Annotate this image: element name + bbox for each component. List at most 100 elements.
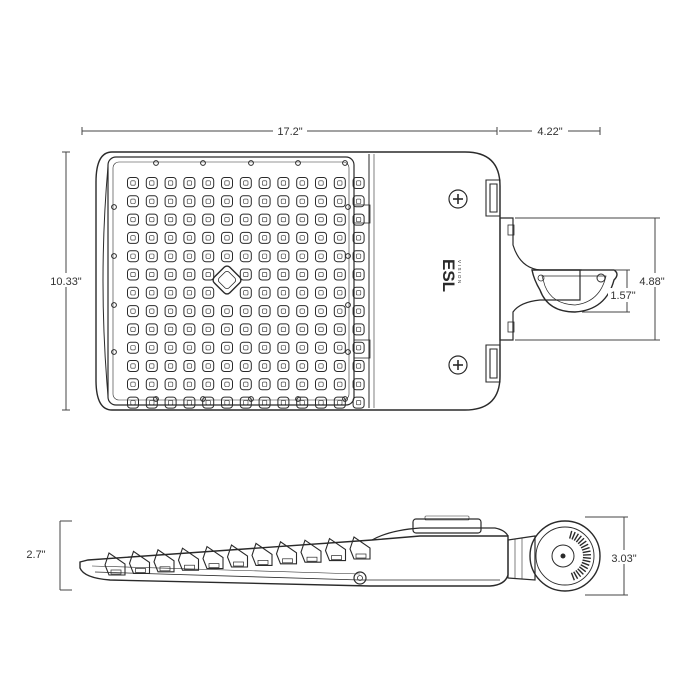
led-lens <box>352 177 365 189</box>
led-lens <box>239 250 252 263</box>
led-lens <box>333 195 346 208</box>
led-lens <box>333 177 346 189</box>
dimension-mount-height: 3.03" <box>585 516 644 596</box>
led-lens <box>352 286 365 299</box>
led-lens <box>352 213 365 226</box>
led-lens <box>296 177 309 189</box>
clamp-bracket-top <box>485 179 501 217</box>
mount-height-label: 3.03" <box>611 553 636 565</box>
led-lens <box>183 231 196 244</box>
led-lens <box>258 323 271 336</box>
heat-fin-foot <box>233 561 244 567</box>
led-lens <box>258 378 271 391</box>
angle-tick <box>571 531 576 540</box>
plate-screw <box>153 160 159 166</box>
hinge-top <box>353 204 371 224</box>
heat-fin <box>349 536 371 560</box>
plate-screw <box>111 253 117 259</box>
led-lens <box>239 396 252 409</box>
angle-tick <box>573 571 579 580</box>
heat-fin-foot <box>306 556 318 562</box>
led-lens <box>277 396 290 409</box>
mounting-arm <box>499 217 581 341</box>
led-lens <box>315 305 327 318</box>
plate-screw <box>345 302 351 308</box>
led-lens <box>202 177 215 189</box>
led-lens <box>258 231 271 244</box>
led-lens <box>352 341 365 354</box>
led-lens <box>127 195 139 208</box>
led-lens <box>145 268 158 281</box>
led-lens <box>277 268 290 281</box>
side-knuckle-mid <box>535 526 595 586</box>
brand-logo: ESL VISION <box>439 259 462 292</box>
led-lens <box>277 195 290 208</box>
side-bottom-trim-2 <box>91 565 361 575</box>
led-lens <box>315 341 327 354</box>
led-lens <box>333 250 346 263</box>
led-lens <box>221 305 233 318</box>
led-lens <box>315 323 327 336</box>
led-lens <box>145 286 158 299</box>
led-lens <box>258 250 271 263</box>
led-lens <box>296 360 309 372</box>
plate-screw <box>248 160 254 166</box>
led-lens <box>183 250 196 263</box>
heat-fin <box>300 539 322 563</box>
led-lens <box>183 195 196 208</box>
led-lens <box>164 213 177 226</box>
led-lens <box>258 268 271 281</box>
plate-screw <box>342 160 348 166</box>
led-lens <box>221 323 233 336</box>
led-lens <box>296 305 309 318</box>
led-lens <box>202 286 215 299</box>
led-lens <box>315 360 327 372</box>
led-lens <box>333 305 346 318</box>
heat-fin-foot <box>257 560 269 565</box>
led-lens <box>145 305 158 318</box>
heat-fin <box>226 544 249 568</box>
angle-tick <box>578 566 587 573</box>
heat-fin <box>104 552 126 576</box>
led-lens <box>202 250 215 263</box>
heat-fin <box>324 537 347 562</box>
led-lens <box>296 286 309 299</box>
led-lens <box>296 231 309 244</box>
led-lens <box>221 231 233 244</box>
heat-fin-foot <box>355 553 367 559</box>
side-arm-neck <box>507 535 536 581</box>
led-lens <box>164 250 177 263</box>
led-lens <box>315 286 327 299</box>
led-lens <box>277 341 290 354</box>
led-lens <box>315 213 327 226</box>
led-lens <box>221 213 233 226</box>
led-lens <box>127 231 139 244</box>
arm-head-bolt-2 <box>537 274 545 282</box>
led-lens <box>296 341 309 354</box>
plate-screw <box>295 396 301 402</box>
led-lens <box>202 305 215 318</box>
led-lens <box>315 396 327 409</box>
led-lens <box>221 250 233 263</box>
led-lens <box>258 286 271 299</box>
plate-screw <box>111 349 117 355</box>
dimension-side-height: 2.7" <box>22 520 72 591</box>
dimension-mount-width: 4.88" <box>515 217 672 341</box>
plate-screw <box>345 204 351 210</box>
side-body-outline <box>79 535 509 587</box>
led-lens <box>202 396 215 409</box>
led-lens <box>258 195 271 208</box>
led-lens <box>315 378 327 391</box>
led-lens <box>164 177 177 189</box>
led-lens <box>277 231 290 244</box>
led-lens <box>333 268 346 281</box>
led-lens <box>258 396 271 409</box>
led-lens <box>145 195 158 208</box>
lens-plate-inner <box>112 161 350 401</box>
led-lens <box>145 341 158 354</box>
led-lens <box>333 323 346 336</box>
led-lens <box>202 323 215 336</box>
led-lens <box>127 323 139 336</box>
led-lens <box>145 323 158 336</box>
heat-fin <box>202 545 224 570</box>
